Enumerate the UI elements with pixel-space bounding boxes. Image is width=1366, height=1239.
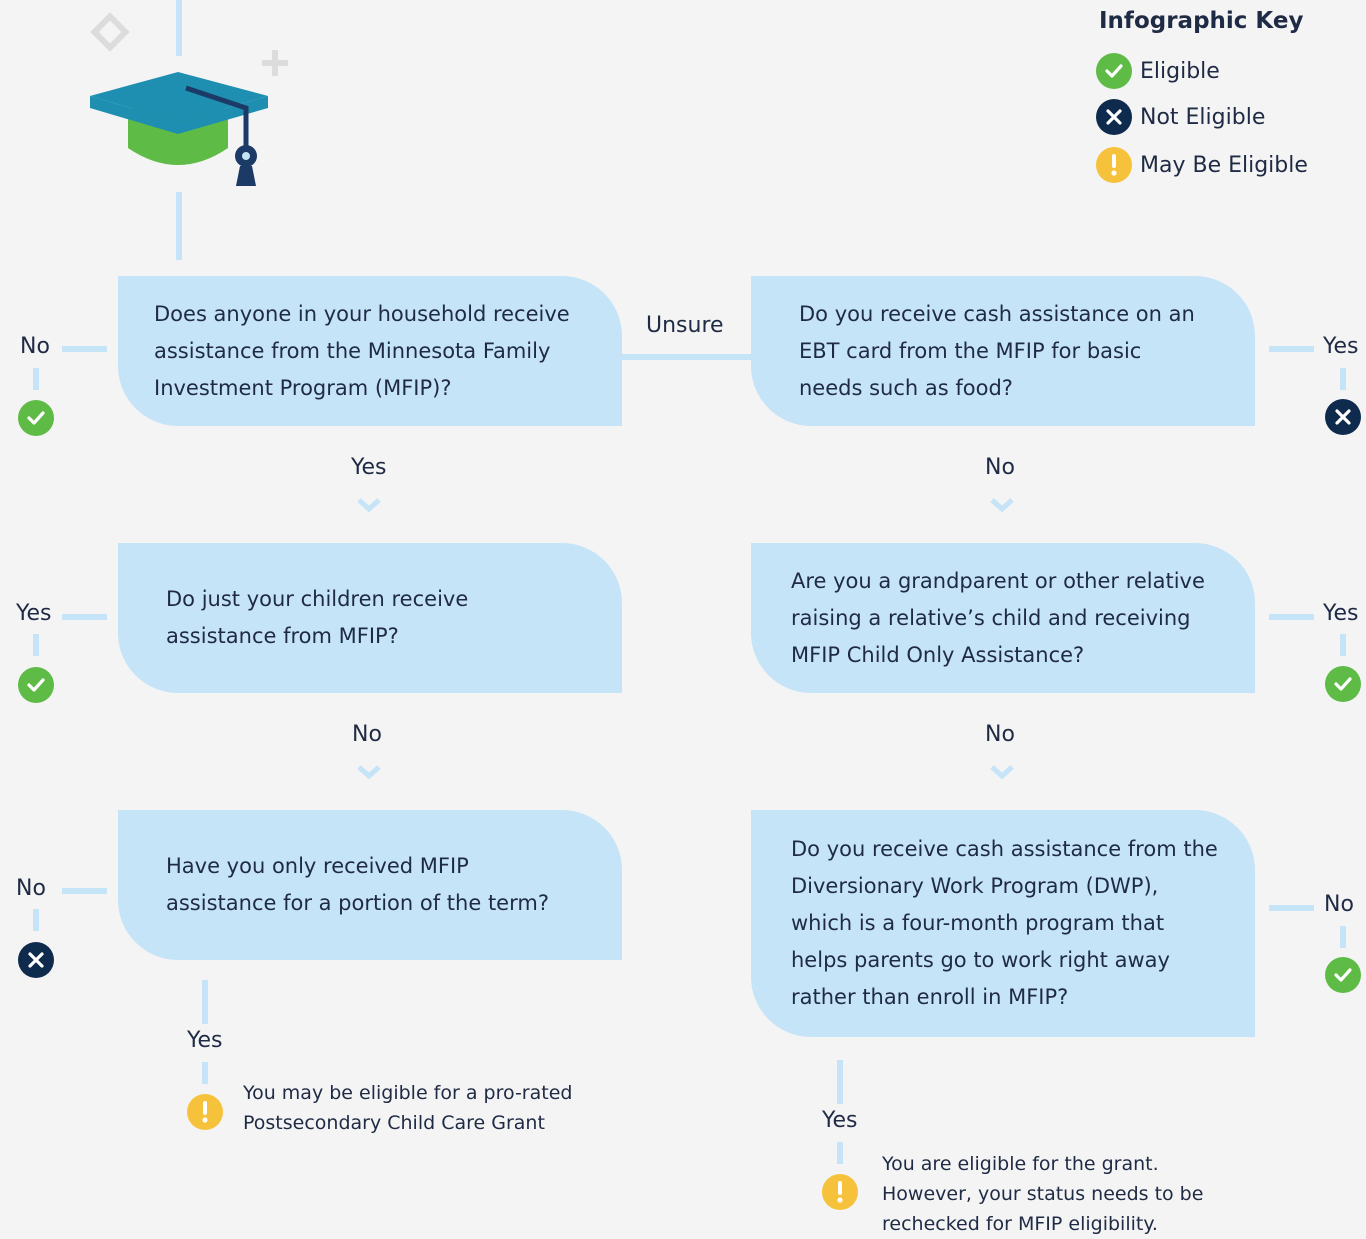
label-q1-yes: Yes xyxy=(351,455,387,480)
question-text: Do you receive cash assistance on an EBT… xyxy=(799,301,1195,400)
exclamation-icon xyxy=(1096,147,1132,183)
chevron-down-icon xyxy=(357,765,381,780)
label-q6-yes: Yes xyxy=(822,1108,858,1133)
key-eligible: Eligible xyxy=(1096,53,1220,89)
question-text: Do just your children receive assistance… xyxy=(166,587,469,648)
outcome-note-pro-rated: You may be eligible for a pro-rated Post… xyxy=(243,1082,573,1134)
connector-q4-right xyxy=(1269,346,1314,352)
chevron-down-icon xyxy=(990,498,1014,513)
question-box-dwp: Do you receive cash assistance from the … xyxy=(751,810,1255,1037)
key-title: Infographic Key xyxy=(1099,8,1304,34)
connector-top xyxy=(176,0,182,56)
check-icon xyxy=(18,400,54,436)
key-not-eligible-label: Not Eligible xyxy=(1140,104,1266,130)
connector-q4-right-down xyxy=(1340,368,1346,390)
label-q3-no: No xyxy=(16,876,46,901)
connector-q3-left-down xyxy=(33,909,39,931)
graduation-cap-icon xyxy=(90,72,268,186)
label-q5-yes: Yes xyxy=(1323,601,1359,626)
connector-q2-left-down xyxy=(33,634,39,656)
connector-q1-left-down xyxy=(33,368,39,390)
label-q2-yes: Yes xyxy=(16,601,52,626)
question-box-children-only: Do just your children receive assistance… xyxy=(118,543,622,693)
label-unsure: Unsure xyxy=(646,313,724,338)
connector-q2-left xyxy=(62,614,107,620)
question-box-ebt-cash: Do you receive cash assistance on an EBT… xyxy=(751,276,1255,426)
question-text: Have you only received MFIP assistance f… xyxy=(166,854,549,915)
label-q1-no: No xyxy=(20,334,50,359)
connector-q3-left xyxy=(62,888,107,894)
key-may-be-eligible: May Be Eligible xyxy=(1096,147,1308,183)
connector-q3-down xyxy=(202,980,208,1024)
check-icon xyxy=(1325,957,1361,993)
connector-q6-down xyxy=(837,1060,843,1104)
connector-q6-outcome xyxy=(837,1142,843,1164)
diamond-decoration-icon xyxy=(90,12,130,52)
exclamation-icon xyxy=(822,1174,858,1210)
connector-q6-right xyxy=(1269,905,1314,911)
connector-q3-outcome xyxy=(202,1062,208,1084)
connector-q1-q4 xyxy=(620,354,754,360)
check-icon xyxy=(1325,666,1361,702)
x-icon xyxy=(18,942,54,978)
key-eligible-label: Eligible xyxy=(1140,58,1220,84)
outcome-note-eligible-recheck: You are eligible for the grant. However,… xyxy=(882,1153,1204,1235)
question-text: Are you a grandparent or other relative … xyxy=(791,568,1205,667)
label-q6-no: No xyxy=(1324,892,1354,917)
chevron-down-icon xyxy=(990,765,1014,780)
question-text: Does anyone in your household receive as… xyxy=(154,301,570,400)
connector-q5-right xyxy=(1269,614,1314,620)
connector-q1-left xyxy=(62,346,107,352)
label-q4-yes: Yes xyxy=(1323,334,1359,359)
question-box-grandparent: Are you a grandparent or other relative … xyxy=(751,543,1255,693)
question-box-portion-of-term: Have you only received MFIP assistance f… xyxy=(118,810,622,960)
exclamation-icon xyxy=(187,1094,223,1130)
chevron-down-icon xyxy=(357,498,381,513)
label-q5-no: No xyxy=(985,722,1015,747)
question-box-mfip-household: Does anyone in your household receive as… xyxy=(118,276,622,426)
question-text: Do you receive cash assistance from the … xyxy=(791,837,1218,1009)
connector-q5-right-down xyxy=(1340,634,1346,656)
connector-q6-right-down xyxy=(1340,926,1346,948)
label-q2-no: No xyxy=(352,722,382,747)
label-q3-yes: Yes xyxy=(187,1028,223,1053)
label-q4-no: No xyxy=(985,455,1015,480)
key-not-eligible: Not Eligible xyxy=(1096,99,1265,135)
check-icon xyxy=(18,667,54,703)
x-icon xyxy=(1325,399,1361,435)
x-icon xyxy=(1096,99,1132,135)
key-may-be-eligible-label: May Be Eligible xyxy=(1140,152,1308,178)
check-icon xyxy=(1096,53,1132,89)
connector-cap-down xyxy=(176,192,182,260)
plus-decoration-icon xyxy=(262,50,288,76)
